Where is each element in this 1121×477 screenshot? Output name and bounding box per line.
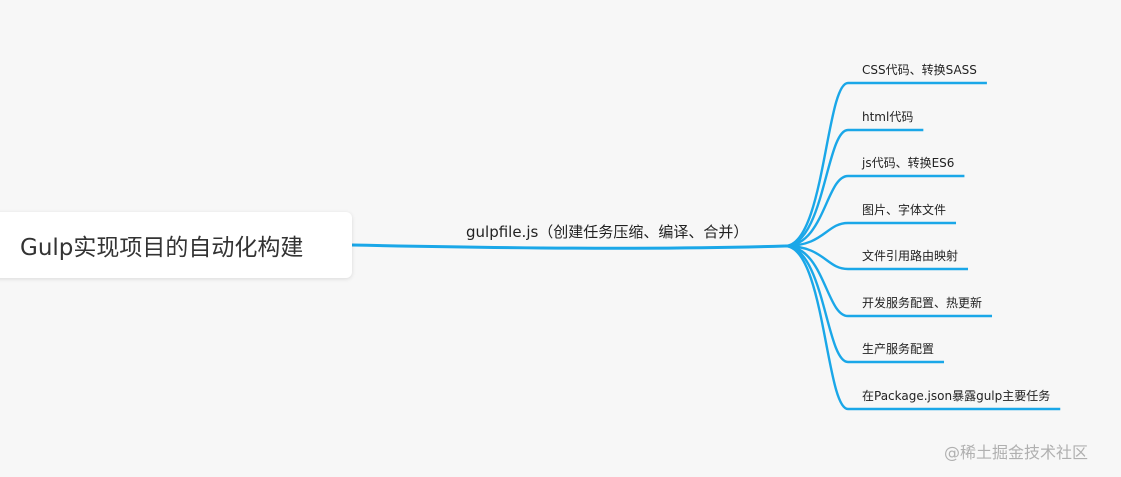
leaf-node-label[interactable]: 开发服务配置、热更新 <box>862 296 983 310</box>
edge-leaf <box>784 174 965 248</box>
edge-root-to-main <box>351 243 786 250</box>
leaf-node-label[interactable]: html代码 <box>862 110 914 124</box>
root-node-label: Gulp实现项目的自动化构建 <box>20 235 304 261</box>
root-node[interactable]: Gulp实现项目的自动化构建 <box>0 212 352 278</box>
edge-leaf <box>784 81 987 248</box>
edge-leaf <box>784 244 969 271</box>
edge-leaf <box>784 244 1061 411</box>
edge-leaf <box>784 244 993 318</box>
leaf-node-label[interactable]: 文件引用路由映射 <box>862 249 959 263</box>
edge-leaf <box>784 221 957 248</box>
leaf-node-label[interactable]: 生产服务配置 <box>862 342 935 356</box>
leaf-node-label[interactable]: CSS代码、转换SASS <box>862 63 977 77</box>
edge-leaf <box>784 244 945 364</box>
leaf-node-label[interactable]: 在Package.json暴露gulp主要任务 <box>862 389 1051 403</box>
edge-leaf <box>784 128 924 248</box>
main-branch-label[interactable]: gulpfile.js（创建任务压缩、编译、合并） <box>466 223 749 241</box>
leaf-edges <box>784 81 1061 411</box>
watermark: @稀土掘金技术社区 <box>944 443 1089 462</box>
leaf-node-label[interactable]: js代码、转换ES6 <box>862 156 955 170</box>
leaf-node-label[interactable]: 图片、字体文件 <box>862 203 947 217</box>
